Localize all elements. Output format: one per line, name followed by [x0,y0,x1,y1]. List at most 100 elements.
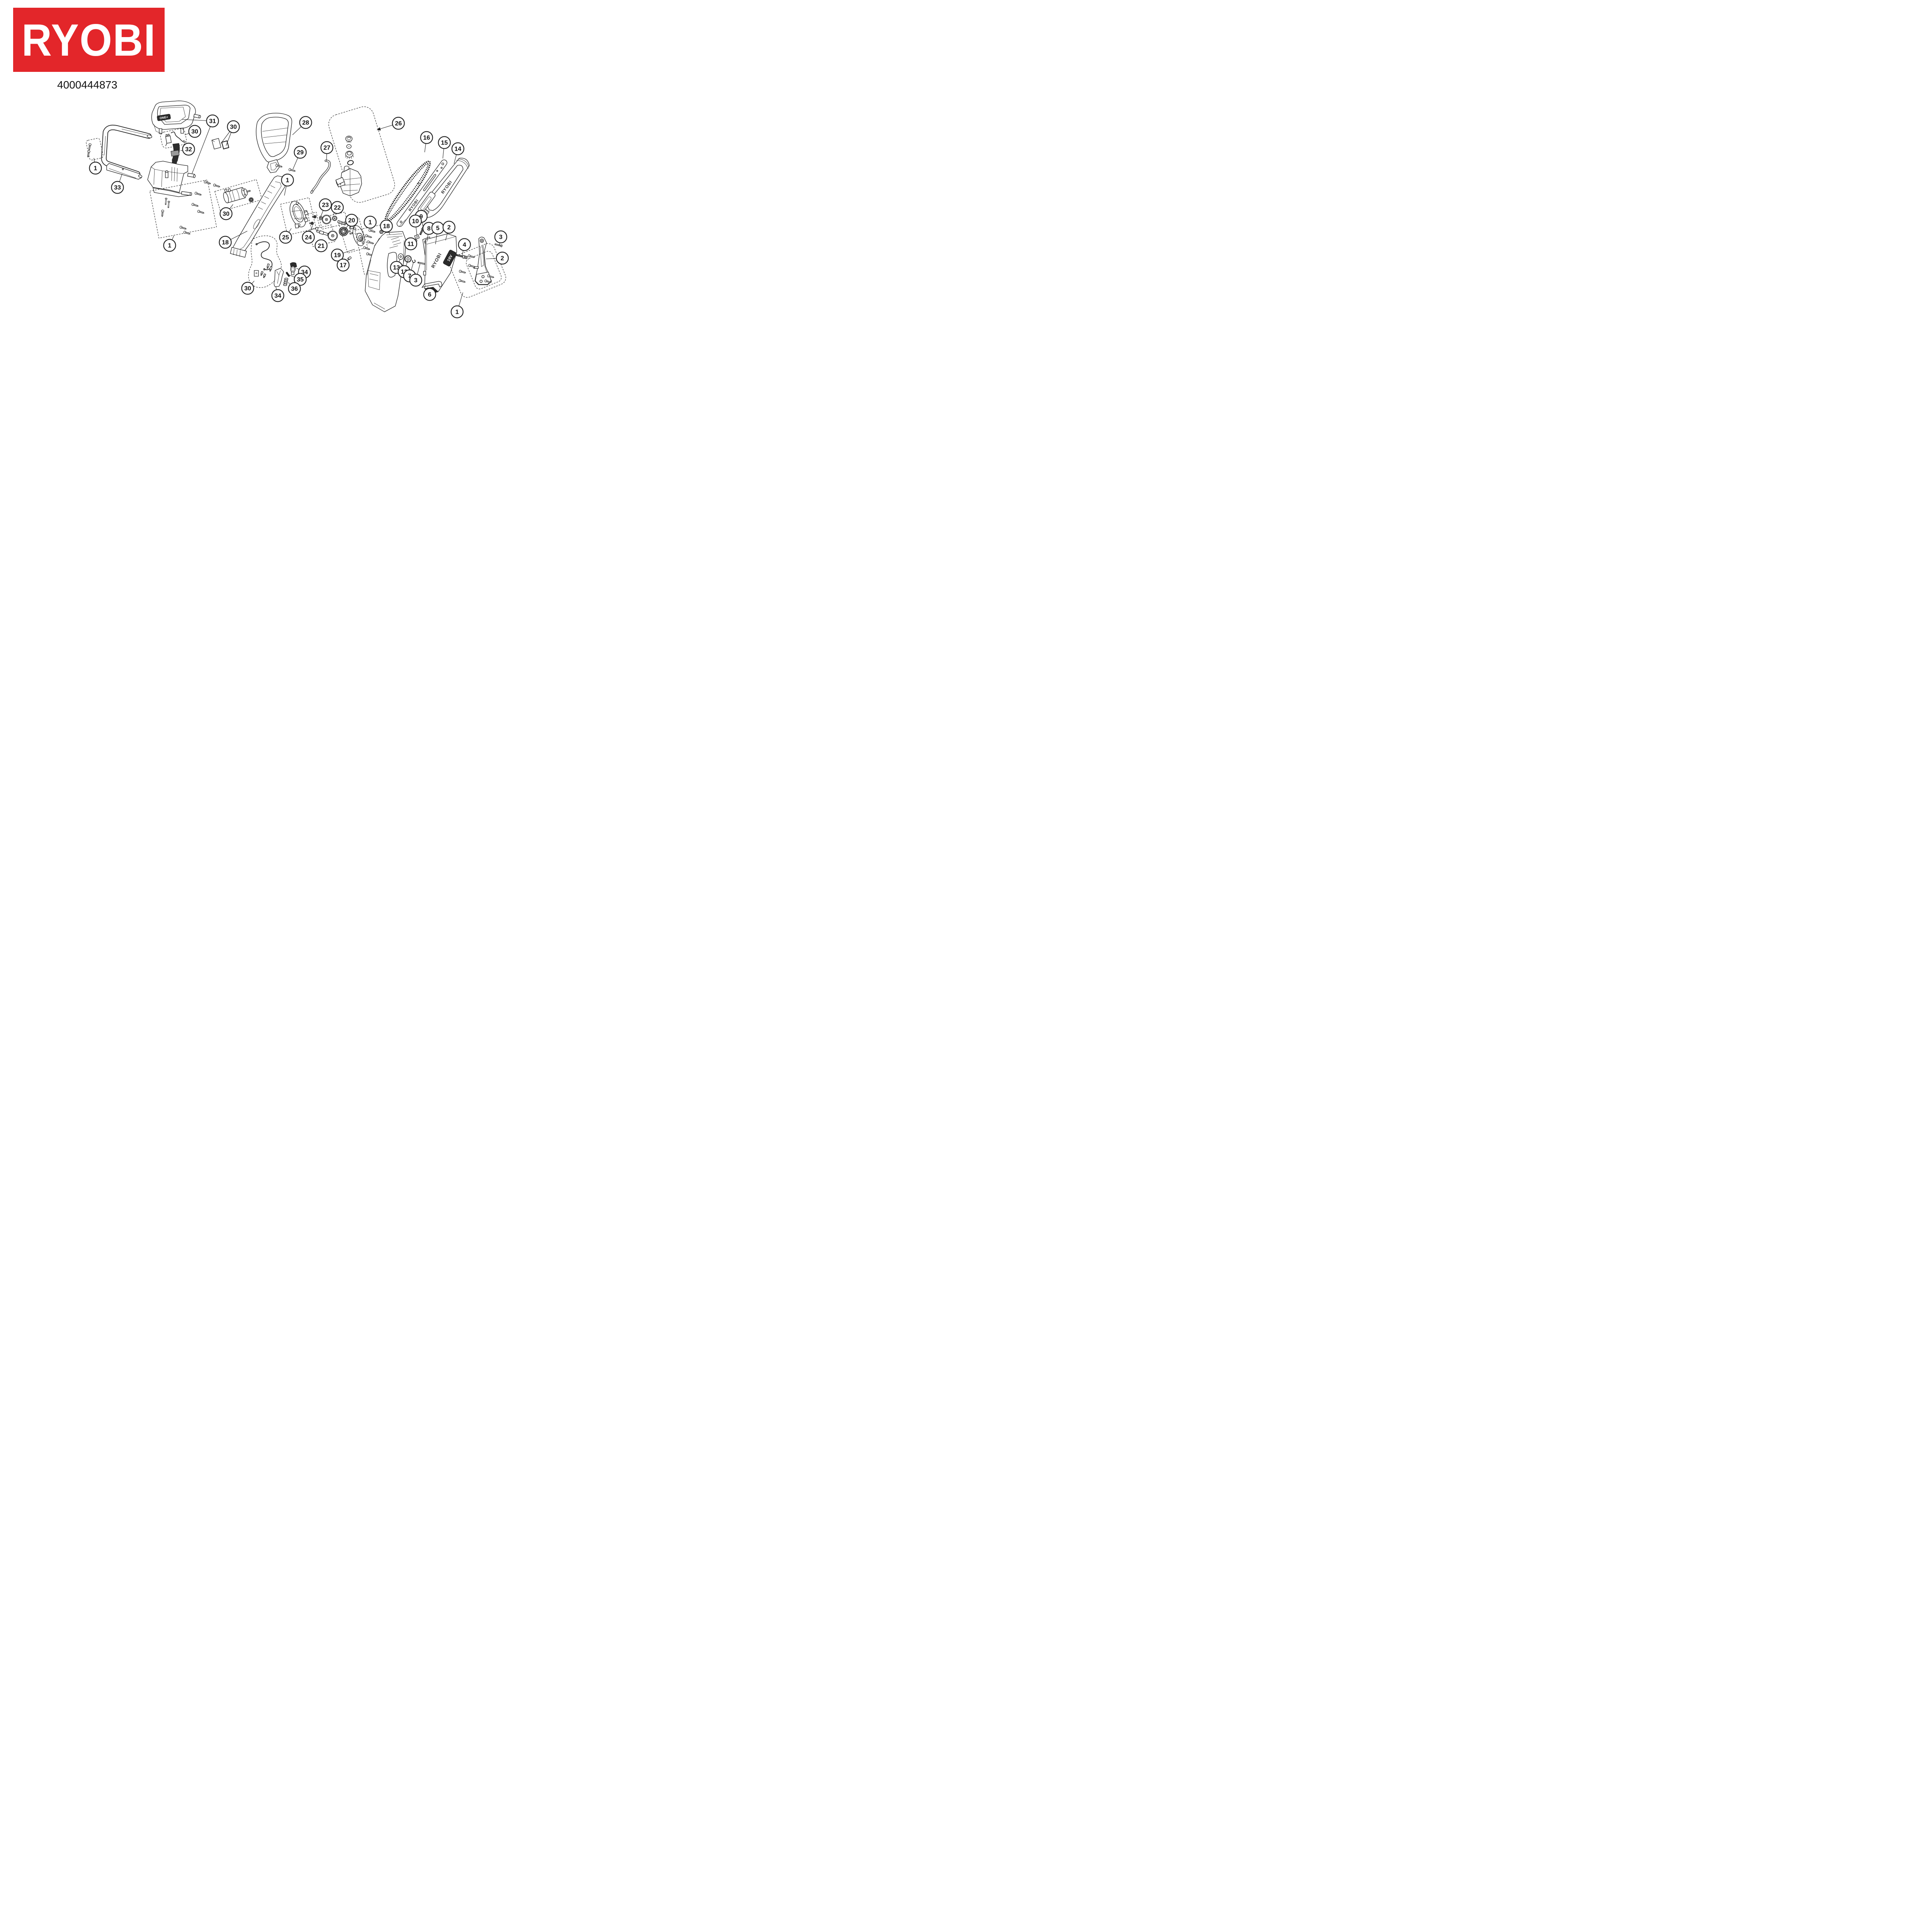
svg-text:2: 2 [501,255,504,262]
svg-text:20: 20 [348,218,355,224]
svg-text:11: 11 [408,241,414,248]
one-plus-badge: ONE+ [160,115,168,120]
callout-balloon-2: 2 [442,221,456,234]
svg-text:18: 18 [383,223,390,230]
hand-guard-part [256,113,296,173]
retaining-ring-part [412,259,416,263]
svg-text:25: 25 [282,235,289,241]
callout-balloon-35: 35 [294,273,307,286]
callout-balloon-26: 26 [392,117,405,130]
svg-text:6: 6 [428,292,432,298]
tank-nut-part [345,151,354,159]
callout-balloon-17: 17 [337,259,350,272]
ryobi-logo: RYOBI [13,8,165,72]
svg-text:3: 3 [414,277,418,284]
callout-balloon-1: 1 [163,239,176,252]
sprocket-assembly-part [338,217,368,253]
hex-nut-part [379,230,384,234]
svg-text:22: 22 [334,205,341,211]
callout-balloon-2: 2 [496,252,509,265]
parts-diagram-page: RYOBI 4000444873 [0,0,587,415]
callout-balloon-14: 14 [451,142,464,155]
svg-text:16: 16 [423,135,430,141]
callout-balloon-5: 5 [431,221,444,235]
chain-catcher-kit-part [248,235,282,288]
callout-balloon-27: 27 [320,141,333,154]
callout-balloon-28: 28 [299,116,312,129]
callout-balloon-30: 30 [227,120,240,133]
callout-balloon-36: 36 [288,282,301,295]
svg-text:26: 26 [395,121,402,127]
svg-text:9: 9 [420,214,423,220]
motor-part [214,179,262,212]
square-nut-part [414,234,420,240]
oil-bottle-part [340,165,362,196]
svg-text:31: 31 [209,118,216,125]
svg-text:30: 30 [223,211,230,218]
callout-balloon-33: 33 [111,181,124,194]
callout-balloon-1: 1 [89,162,102,175]
svg-text:4: 4 [463,242,466,248]
callout-balloon-1: 1 [281,173,294,187]
svg-text:2: 2 [447,224,451,231]
leader-line-31 [192,121,213,174]
callout-balloon-31: 31 [206,114,219,128]
svg-text:5: 5 [436,225,440,232]
svg-text:19: 19 [334,252,341,259]
svg-text:15: 15 [441,140,448,146]
callout-balloon-16: 16 [420,131,433,144]
side-cover-part: RYOBI [418,158,470,218]
callout-balloon-25: 25 [279,231,292,244]
callout-balloon-1: 1 [451,305,464,318]
callout-balloon-23: 23 [319,198,332,211]
exploded-diagram: ONE+ [86,100,509,318]
bearing-part [339,227,348,236]
callout-balloon-19: 19 [331,248,344,262]
callout-balloon-3: 3 [409,274,422,287]
svg-text:29: 29 [297,150,304,156]
svg-text:30: 30 [191,129,198,135]
svg-text:28: 28 [302,120,309,126]
svg-text:24: 24 [305,235,312,241]
left-chassis-part [230,175,287,258]
oil-tank-group-part [328,106,395,203]
svg-text:1: 1 [94,165,97,172]
svg-text:8: 8 [427,226,431,232]
svg-text:17: 17 [340,262,347,269]
svg-text:1: 1 [456,309,459,316]
svg-text:21: 21 [318,243,325,250]
svg-text:33: 33 [114,185,121,191]
callout-balloon-8: 8 [422,222,435,235]
callout-balloon-30: 30 [188,125,201,138]
callout-balloon-24: 24 [302,231,315,244]
svg-text:23: 23 [322,202,329,209]
tension-washer-part [398,253,404,260]
callout-balloon-4: 4 [458,238,471,251]
gear-plate-part [280,197,316,236]
top-cover-part: ONE+ [151,100,201,134]
oil-cap-part [345,136,353,143]
label-sheets-part [211,138,230,150]
svg-text:30: 30 [230,124,237,131]
part-number: 4000444873 [57,79,117,91]
callout-balloon-18: 18 [380,219,393,233]
svg-text:7: 7 [408,273,412,280]
wrench-part [422,281,442,288]
svg-text:3: 3 [499,234,503,241]
trigger-pin-part [286,272,290,277]
svg-text:1: 1 [369,219,372,226]
svg-text:14: 14 [454,146,461,153]
callout-balloon-15: 15 [438,136,451,149]
ryobi-logo-text: RYOBI [21,14,156,65]
bracket-pin-part [495,243,503,247]
svg-text:10: 10 [412,218,419,225]
callout-balloon-3: 3 [494,230,507,243]
callout-balloon-30: 30 [219,207,233,220]
svg-text:36: 36 [291,286,298,293]
oil-hose-part [310,160,331,194]
svg-text:32: 32 [185,146,192,153]
callout-balloon-20: 20 [345,214,358,227]
callout-balloon-18: 18 [219,236,232,249]
callout-balloon-22: 22 [331,201,344,214]
